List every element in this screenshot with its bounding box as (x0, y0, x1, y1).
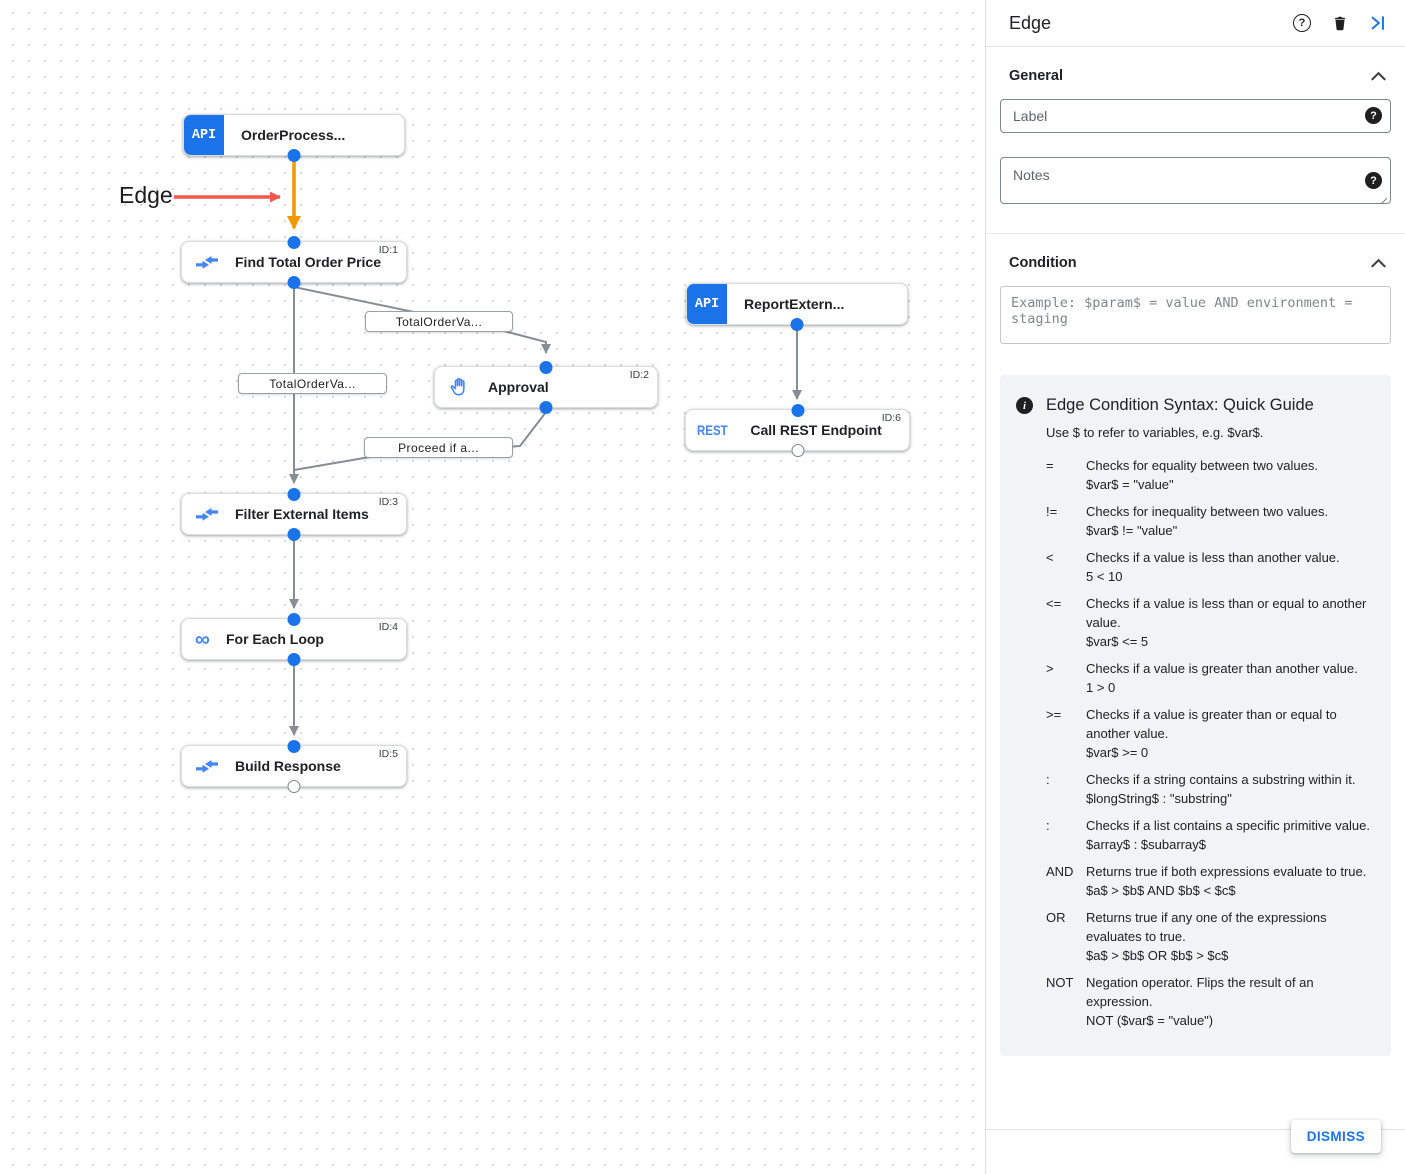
port-top[interactable] (539, 360, 553, 374)
guide-row: <= Checks if a value is less than or equ… (1046, 596, 1367, 649)
guide-row: = Checks for equality between two values… (1046, 458, 1318, 492)
dismiss-button[interactable]: DISMISS (1290, 1120, 1381, 1153)
loop-infinity-icon: ∞ (195, 627, 210, 651)
notes-input[interactable] (1000, 157, 1391, 204)
panel-title: Edge (1009, 12, 1052, 33)
section-condition-header[interactable]: Condition (986, 234, 1405, 286)
port-bottom[interactable] (790, 317, 804, 331)
node-call-rest-endpoint[interactable]: REST Call REST Endpoint ID:6 (685, 403, 910, 457)
help-button[interactable]: ? (1293, 14, 1311, 32)
guide-row: OR Returns true if any one of the expres… (1046, 910, 1327, 963)
condition-input[interactable] (1000, 286, 1391, 344)
label-input[interactable] (1000, 99, 1391, 133)
flow-edges (174, 162, 802, 736)
node-label: Filter External Items (235, 506, 369, 522)
data-mapping-icon (195, 506, 219, 522)
field-help-icon[interactable]: ? (1365, 172, 1382, 189)
data-mapping-icon (195, 758, 219, 774)
section-condition-title: Condition (1009, 255, 1077, 271)
collapse-panel-button[interactable] (1369, 14, 1387, 32)
data-mapping-icon (195, 254, 219, 270)
api-trigger-badge: API (687, 284, 727, 324)
node-for-each-loop[interactable]: ∞ For Each Loop ID:4 (181, 612, 407, 666)
guide-row: >= Checks if a value is greater than or … (1046, 707, 1337, 760)
guide-rows: = Checks for equality between two values… (1046, 456, 1375, 1030)
guide-row: : Checks if a string contains a substrin… (1046, 772, 1356, 806)
guide-row: != Checks for inequality between two val… (1046, 504, 1329, 538)
port-top[interactable] (287, 487, 301, 501)
info-icon: i (1016, 397, 1033, 414)
node-find-total-order-price[interactable]: Find Total Order Price ID:1 (181, 235, 407, 289)
port-bottom[interactable] (287, 652, 301, 666)
guide-row: AND Returns true if both expressions eva… (1046, 864, 1367, 898)
node-id-badge: ID:2 (629, 369, 649, 381)
node-id-badge: ID:6 (881, 412, 901, 424)
guide-subtitle: Use $ to refer to variables, e.g. $var$. (1046, 425, 1264, 440)
node-label: Build Response (235, 758, 341, 774)
port-top[interactable] (791, 403, 804, 417)
edge-condition-label[interactable]: Proceed if a... (364, 437, 513, 458)
node-id-badge: ID:5 (378, 748, 398, 760)
rest-icon: REST (697, 422, 728, 438)
approval-hand-icon (448, 376, 472, 398)
node-build-response[interactable]: Build Response ID:5 (181, 739, 407, 793)
field-help-icon[interactable]: ? (1365, 107, 1382, 124)
port-bottom[interactable] (791, 443, 804, 457)
guide-title: Edge Condition Syntax: Quick Guide (1046, 396, 1314, 414)
condition-syntax-guide: i Edge Condition Syntax: Quick Guide Use… (1000, 375, 1391, 1056)
port-bottom[interactable] (287, 148, 301, 162)
edge-find-to-approval[interactable] (293, 286, 551, 354)
port-bottom[interactable] (287, 527, 301, 541)
section-general-title: General (1009, 68, 1063, 84)
chevron-up-icon (1371, 71, 1386, 81)
guide-row: < Checks if a value is less than another… (1046, 550, 1340, 584)
node-id-badge: ID:4 (378, 621, 398, 633)
port-top[interactable] (287, 739, 301, 753)
node-label: Find Total Order Price (235, 254, 381, 270)
edge-annotation-label: Edge (119, 182, 173, 208)
footer-divider (986, 1129, 1405, 1130)
node-id-badge: ID:3 (378, 496, 398, 508)
edge-condition-label[interactable]: TotalOrderVa... (365, 311, 513, 332)
node-order-process[interactable]: API OrderProcess... (183, 114, 405, 162)
port-bottom[interactable] (539, 400, 553, 414)
edge-config-panel: Edge ? General ? ? (985, 0, 1405, 1174)
node-label: Approval (488, 379, 549, 395)
section-general-header[interactable]: General (986, 47, 1405, 99)
help-icon: ? (1293, 14, 1311, 32)
node-filter-external-items[interactable]: Filter External Items ID:3 (181, 487, 407, 541)
node-report-external[interactable]: API ReportExtern... (686, 283, 908, 331)
api-trigger-badge: API (184, 115, 224, 155)
node-label: For Each Loop (225, 631, 324, 647)
textarea-resize-handle[interactable] (1377, 194, 1387, 204)
guide-row: NOT Negation operator. Flips the result … (1046, 975, 1314, 1028)
port-top[interactable] (287, 612, 301, 626)
node-approval[interactable]: Approval ID:2 (434, 360, 658, 414)
guide-row: : Checks if a list contains a specific p… (1046, 818, 1370, 852)
guide-row: > Checks if a value is greater than anot… (1046, 661, 1358, 695)
panel-header: Edge ? (986, 0, 1405, 47)
flow-canvas[interactable]: Edge API OrderProcess... Find Total Orde… (0, 0, 985, 1174)
node-label: OrderProcess... (241, 127, 346, 143)
edge-condition-label[interactable]: TotalOrderVa... (238, 373, 387, 394)
node-id-badge: ID:1 (378, 244, 398, 256)
collapse-right-icon (1371, 16, 1384, 30)
section-divider (986, 233, 1405, 234)
node-label: ReportExtern... (744, 296, 845, 312)
delete-button[interactable] (1331, 13, 1349, 33)
chevron-up-icon (1371, 258, 1386, 268)
node-label: Call REST Endpoint (750, 422, 882, 438)
port-bottom[interactable] (287, 779, 301, 793)
trash-icon (1335, 16, 1345, 31)
port-bottom[interactable] (287, 275, 301, 289)
port-top[interactable] (287, 235, 301, 249)
